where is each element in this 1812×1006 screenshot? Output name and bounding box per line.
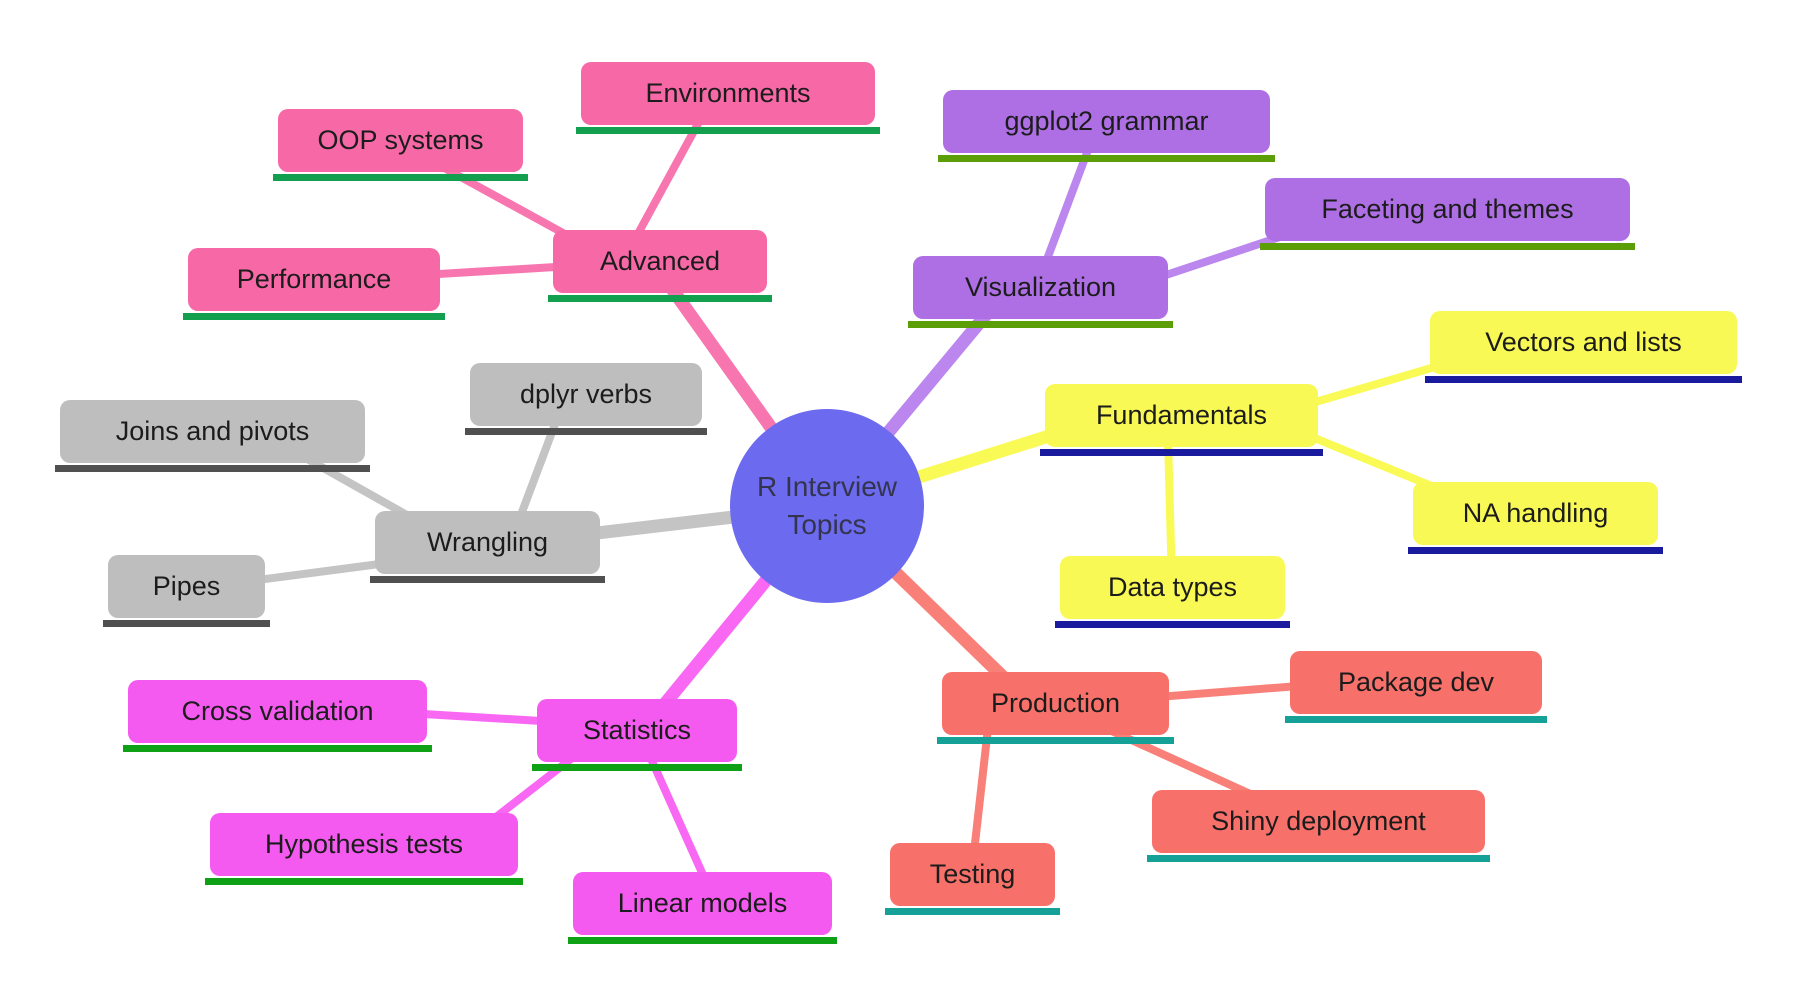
node-ggplot2-grammar[interactable]: ggplot2 grammar [938, 90, 1275, 162]
node-testing[interactable]: Testing [885, 843, 1060, 915]
node-data-types[interactable]: Data types [1055, 556, 1290, 628]
node-package-dev[interactable]: Package dev [1285, 651, 1547, 723]
node-wrangling[interactable]: Wrangling [370, 511, 605, 583]
node-statistics[interactable]: Statistics [532, 699, 742, 771]
node-na-handling[interactable]: NA handling [1408, 482, 1663, 554]
node-faceting-and-themes[interactable]: Faceting and themes [1260, 178, 1635, 250]
node-linear-models[interactable]: Linear models [568, 872, 837, 944]
node-pipes[interactable]: Pipes [103, 555, 270, 627]
node-environments[interactable]: Environments [576, 62, 880, 134]
node-production[interactable]: Production [937, 672, 1174, 744]
central-topic-node[interactable]: R Interview Topics [730, 409, 924, 603]
node-vectors-and-lists[interactable]: Vectors and lists [1425, 311, 1742, 383]
node-fundamentals[interactable]: Fundamentals [1040, 384, 1323, 456]
edge-statistics-linear-models [644, 750, 716, 897]
node-hypothesis-tests[interactable]: Hypothesis tests [205, 813, 523, 885]
node-oop-systems[interactable]: OOP systems [273, 109, 528, 181]
node-shiny-deployment[interactable]: Shiny deployment [1147, 790, 1490, 862]
node-performance[interactable]: Performance [183, 248, 445, 320]
node-advanced[interactable]: Advanced [548, 230, 772, 302]
node-dplyr-verbs[interactable]: dplyr verbs [465, 363, 707, 435]
node-cross-validation[interactable]: Cross validation [123, 680, 432, 752]
central-topic-label-line1: R Interview [756, 471, 898, 503]
central-topic-label-line2: Topics [787, 509, 867, 540]
node-visualization[interactable]: Visualization [908, 256, 1173, 328]
node-joins-and-pivots[interactable]: Joins and pivots [55, 400, 370, 472]
